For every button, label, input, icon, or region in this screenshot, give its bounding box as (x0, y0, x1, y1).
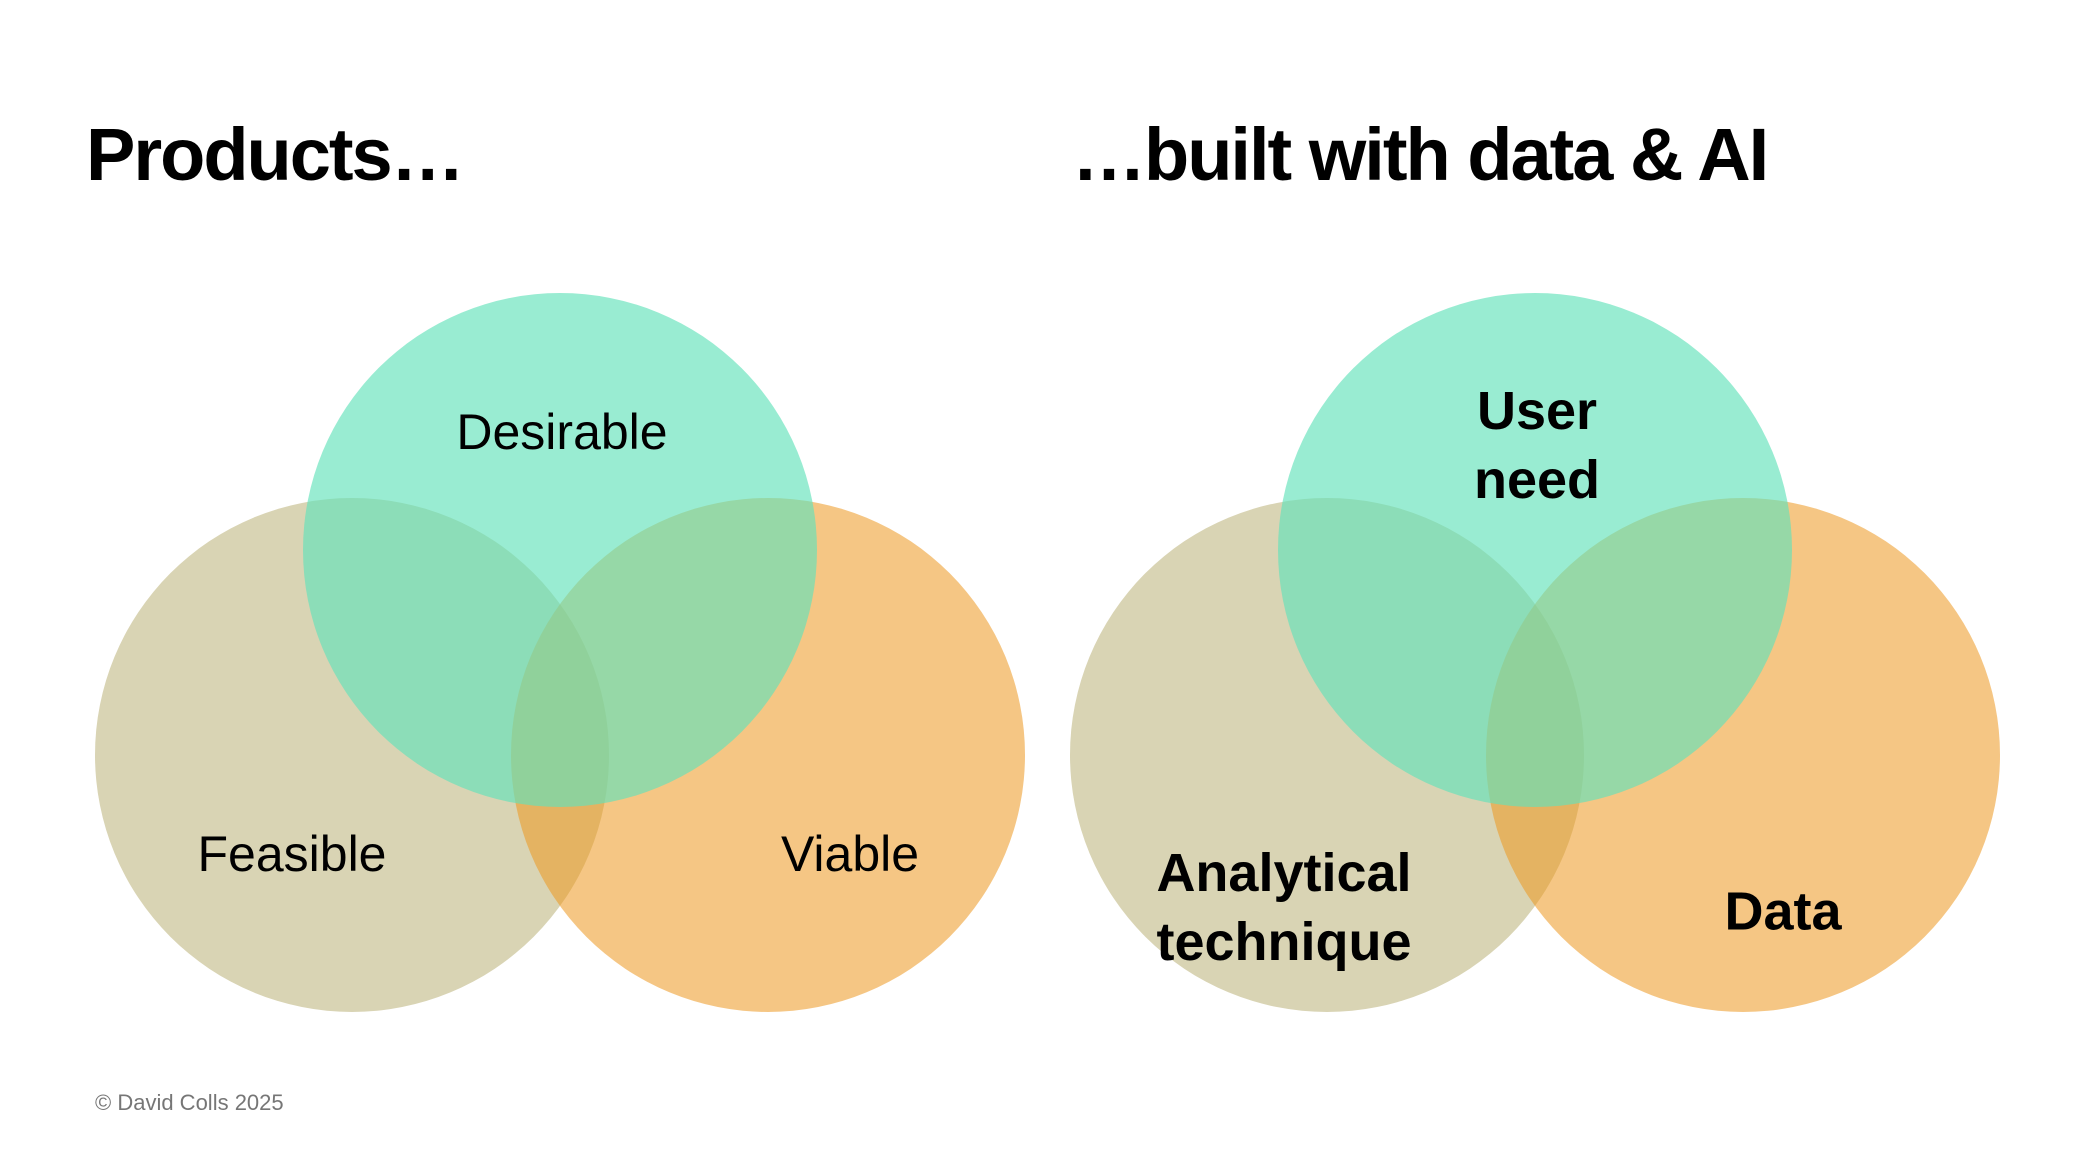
venn-circle-user-need (1278, 293, 1792, 807)
venn-label-feasible: Feasible (197, 826, 387, 882)
left-title: Products… (86, 113, 465, 196)
venn-label-analytical-technique: Analytical technique (1156, 842, 1412, 972)
venn-label-viable: Viable (780, 826, 920, 882)
venn-label-data: Data (1724, 881, 1842, 942)
venn-label-desirable: Desirable (456, 404, 668, 460)
right-title: …built with data & AI (1072, 113, 1769, 196)
copyright-text: © David Colls 2025 (95, 1090, 284, 1115)
venn-label-user-need: User need (1473, 380, 1601, 510)
venn-circle-desirable (303, 293, 817, 807)
